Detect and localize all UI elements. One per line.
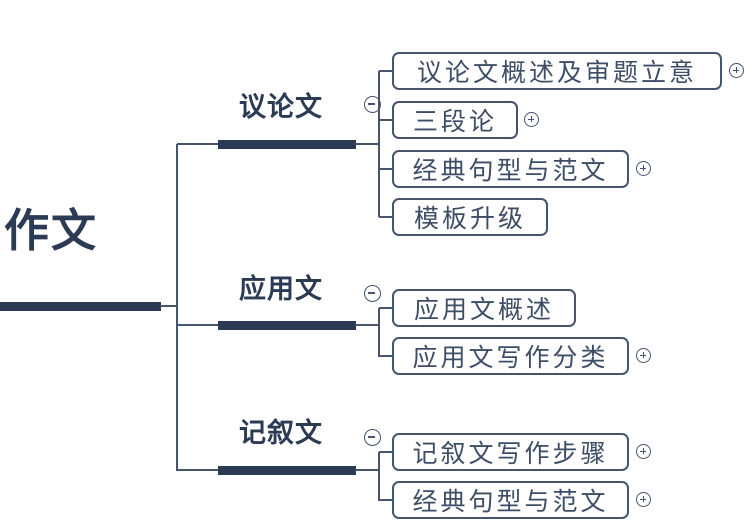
leaf-node-1-2[interactable]: 三段论 bbox=[392, 101, 518, 139]
branch-lead-line-1 bbox=[177, 143, 219, 145]
collapse-toggle-branch-2[interactable] bbox=[364, 285, 381, 302]
branch-bar-1 bbox=[218, 140, 356, 149]
leaf-node-2-1[interactable]: 应用文概述 bbox=[392, 289, 576, 327]
branch-label-2[interactable]: 应用文 bbox=[239, 274, 323, 304]
sub-stub-2-2 bbox=[379, 355, 393, 357]
sub-stub-3-1 bbox=[379, 451, 393, 453]
leaf-node-1-3[interactable]: 经典句型与范文 bbox=[392, 150, 629, 188]
sub-stub-3-2 bbox=[379, 499, 393, 501]
trunk-spine bbox=[176, 144, 178, 471]
root-connector bbox=[160, 305, 178, 307]
sub-stub-1-4 bbox=[379, 216, 393, 218]
branch-bar-3 bbox=[218, 466, 356, 475]
branch-tail-line-3 bbox=[355, 469, 379, 471]
collapse-toggle-branch-1[interactable] bbox=[364, 96, 381, 113]
branch-lead-line-2 bbox=[177, 324, 219, 326]
sub-stub-1-3 bbox=[379, 168, 393, 170]
leaf-node-3-1[interactable]: 记叙文写作步骤 bbox=[392, 433, 629, 471]
expand-toggle-3-1[interactable] bbox=[636, 444, 651, 459]
sub-stub-1-2 bbox=[379, 119, 393, 121]
branch-tail-line-1 bbox=[355, 143, 379, 145]
leaf-node-2-2[interactable]: 应用文写作分类 bbox=[392, 337, 629, 375]
sub-spine-1 bbox=[378, 71, 380, 217]
sub-spine-3 bbox=[378, 452, 380, 501]
leaf-node-1-1[interactable]: 议论文概述及审题立意 bbox=[392, 52, 722, 90]
root-node-label[interactable]: 作文 bbox=[4, 205, 99, 256]
branch-label-3[interactable]: 记叙文 bbox=[239, 418, 323, 448]
expand-toggle-1-3[interactable] bbox=[636, 161, 651, 176]
leaf-node-3-2[interactable]: 经典句型与范文 bbox=[392, 481, 629, 519]
sub-spine-2 bbox=[378, 308, 380, 357]
leaf-node-1-4[interactable]: 模板升级 bbox=[392, 198, 548, 236]
sub-stub-1-1 bbox=[379, 70, 393, 72]
branch-lead-line-3 bbox=[177, 469, 219, 471]
root-branch-bar bbox=[0, 302, 161, 311]
expand-toggle-3-2[interactable] bbox=[636, 492, 651, 507]
expand-toggle-1-2[interactable] bbox=[524, 112, 539, 127]
branch-tail-line-2 bbox=[355, 324, 379, 326]
collapse-toggle-branch-3[interactable] bbox=[364, 429, 381, 446]
expand-toggle-2-2[interactable] bbox=[636, 348, 651, 363]
sub-stub-2-1 bbox=[379, 307, 393, 309]
branch-label-1[interactable]: 议论文 bbox=[239, 92, 323, 122]
branch-bar-2 bbox=[218, 321, 356, 330]
expand-toggle-1-1[interactable] bbox=[729, 63, 744, 78]
